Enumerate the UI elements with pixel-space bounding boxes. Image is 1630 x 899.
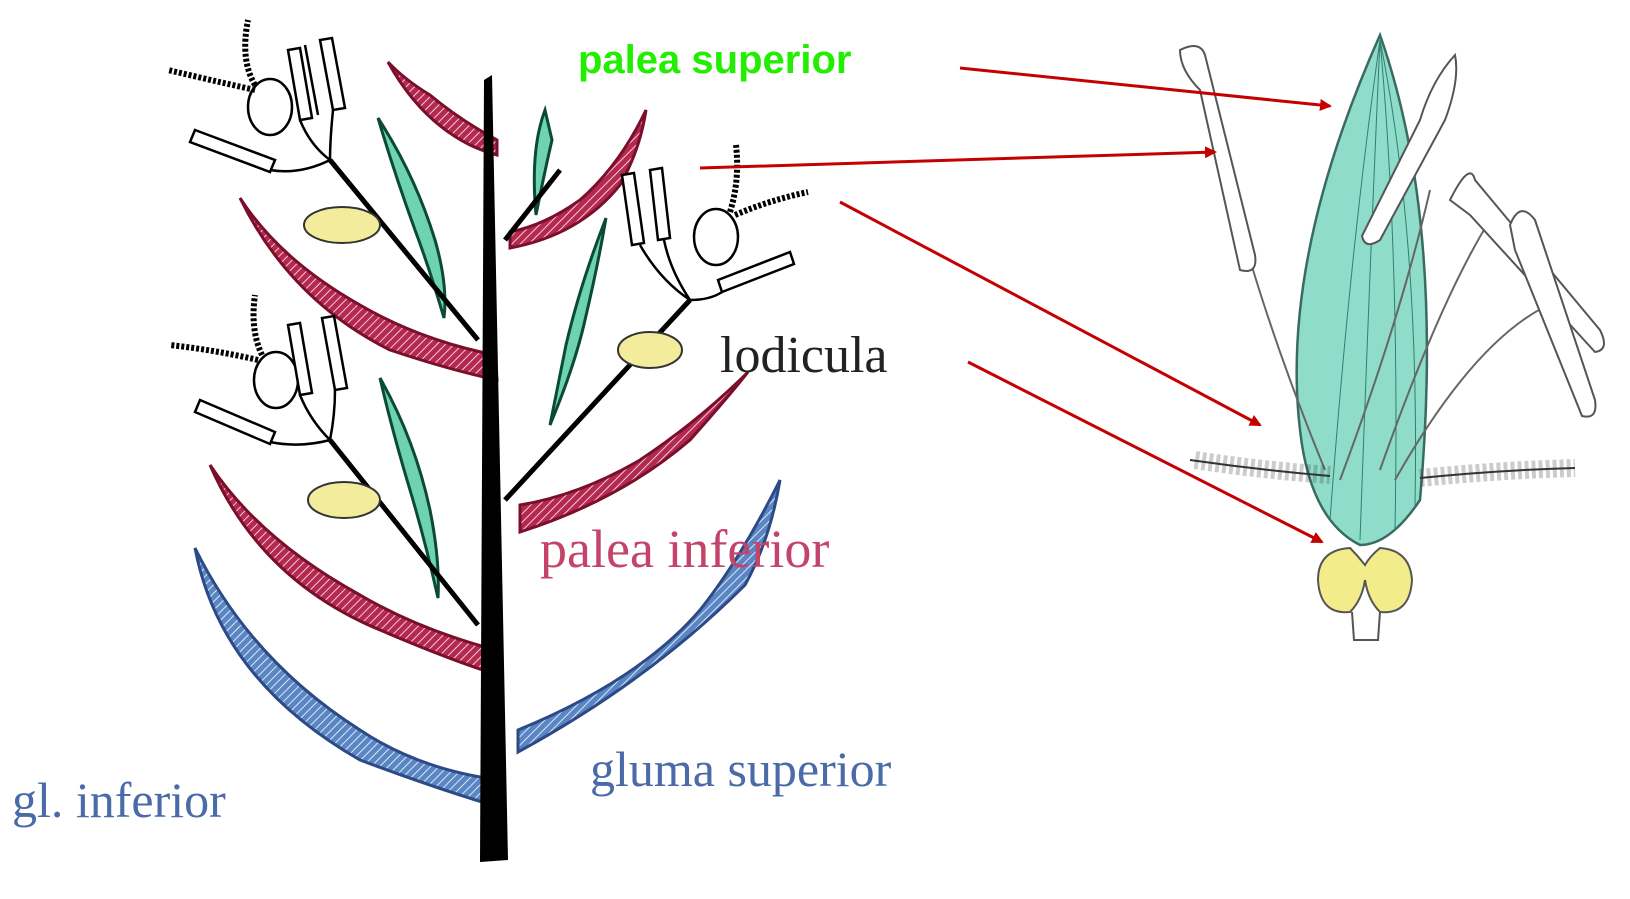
ovary-icon	[694, 209, 738, 265]
palea-superior-right	[550, 218, 606, 425]
arrowhead-icon	[960, 68, 1330, 106]
arrowhead-icon	[968, 362, 1322, 542]
filament	[300, 390, 335, 440]
rachilla-axis	[480, 75, 508, 862]
lodicule-pair	[1318, 548, 1412, 612]
feathery-stigma-icon	[735, 192, 808, 215]
lodicule-right	[618, 332, 682, 368]
feathery-stigma-icon	[245, 20, 255, 85]
anther-icon	[190, 130, 275, 172]
arrowhead-icon	[700, 152, 1215, 168]
palea-inferior-top-left	[388, 62, 497, 155]
feathery-stigma-icon	[730, 145, 737, 212]
feathery-stigma-icon	[168, 70, 255, 90]
filament	[270, 440, 330, 445]
pointer-arrows	[700, 68, 1330, 542]
floret-lower-left	[170, 295, 347, 445]
anther-icon	[622, 168, 670, 245]
anther-icon	[288, 316, 347, 395]
anther-icon	[288, 38, 345, 120]
label-palea-superior: palea superior	[578, 40, 851, 80]
rachilla-stalk	[1352, 612, 1380, 640]
label-lodicula: lodicula	[720, 330, 888, 382]
ovary-icon	[254, 352, 298, 408]
anther-icon	[195, 400, 275, 444]
label-gl-inferior: gl. inferior	[12, 775, 226, 825]
floret-illustration-right	[1180, 35, 1604, 640]
label-palea-inferior: palea inferior	[540, 522, 829, 576]
lodicule-upper-left	[304, 207, 380, 243]
feathery-stigma-icon	[170, 345, 258, 360]
filament	[640, 240, 690, 300]
lodicule-lower-left	[308, 482, 380, 518]
label-gluma-superior: gluma superior	[590, 744, 891, 794]
arrowhead-icon	[840, 202, 1260, 425]
palea-inferior-mid-right	[520, 372, 748, 532]
filament	[270, 160, 330, 171]
filament	[690, 292, 722, 300]
feathery-stigma-icon	[254, 295, 262, 355]
floret-upper-left	[168, 20, 345, 172]
